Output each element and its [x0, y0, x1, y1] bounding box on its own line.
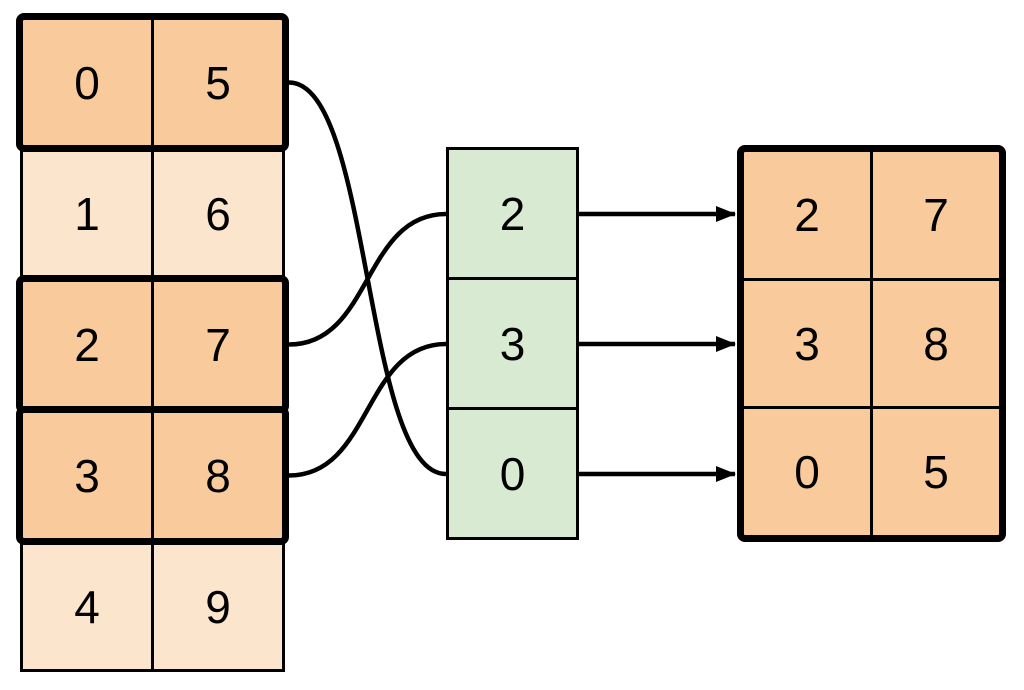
source-cell-1-0: 1: [23, 151, 154, 276]
result-cell-2-1: 5: [923, 446, 949, 499]
source-cell-3-0: 3: [23, 413, 154, 538]
source-cell-0-0: 0: [23, 20, 154, 145]
source-row-0: 0 5: [16, 13, 289, 152]
source-row-1: 1 6: [20, 148, 285, 279]
source-row-3: 3 8: [16, 406, 289, 545]
index-column: 2 3 0: [446, 147, 579, 540]
source-cell-3-1: 8: [205, 449, 231, 502]
source-cell-0-1: 5: [205, 56, 231, 109]
curve-source-row3-to-index1: [286, 341, 449, 478]
index-cell-1: 3: [449, 277, 576, 407]
result-cell-1-1: 8: [923, 317, 949, 370]
source-cell-1-1: 6: [205, 187, 231, 240]
source-cell-2-1: 7: [205, 318, 231, 371]
source-cell-4-0: 4: [23, 544, 154, 669]
curve-source-row2-to-index0: [286, 211, 449, 347]
source-row-4: 4 9: [20, 541, 285, 672]
source-cell-4-1: 9: [205, 580, 231, 633]
result-cell-0-0: 2: [744, 152, 873, 278]
index-cell-0: 2: [499, 187, 526, 240]
result-cell-2-0: 0: [744, 409, 873, 536]
index-cell-2: 0: [449, 407, 576, 537]
result-row-2: 0 5: [744, 406, 999, 536]
curve-source-row0-to-index2: [286, 80, 449, 477]
source-cell-2-0: 2: [23, 282, 154, 407]
result-row-1: 3 8: [744, 277, 999, 407]
result-cell-1-0: 3: [744, 280, 873, 407]
result-table: 2 7 3 8 0 5: [737, 145, 1006, 542]
result-cell-0-1: 7: [923, 188, 949, 241]
source-row-2: 2 7: [16, 275, 289, 414]
result-row-0: 2 7: [744, 152, 999, 278]
